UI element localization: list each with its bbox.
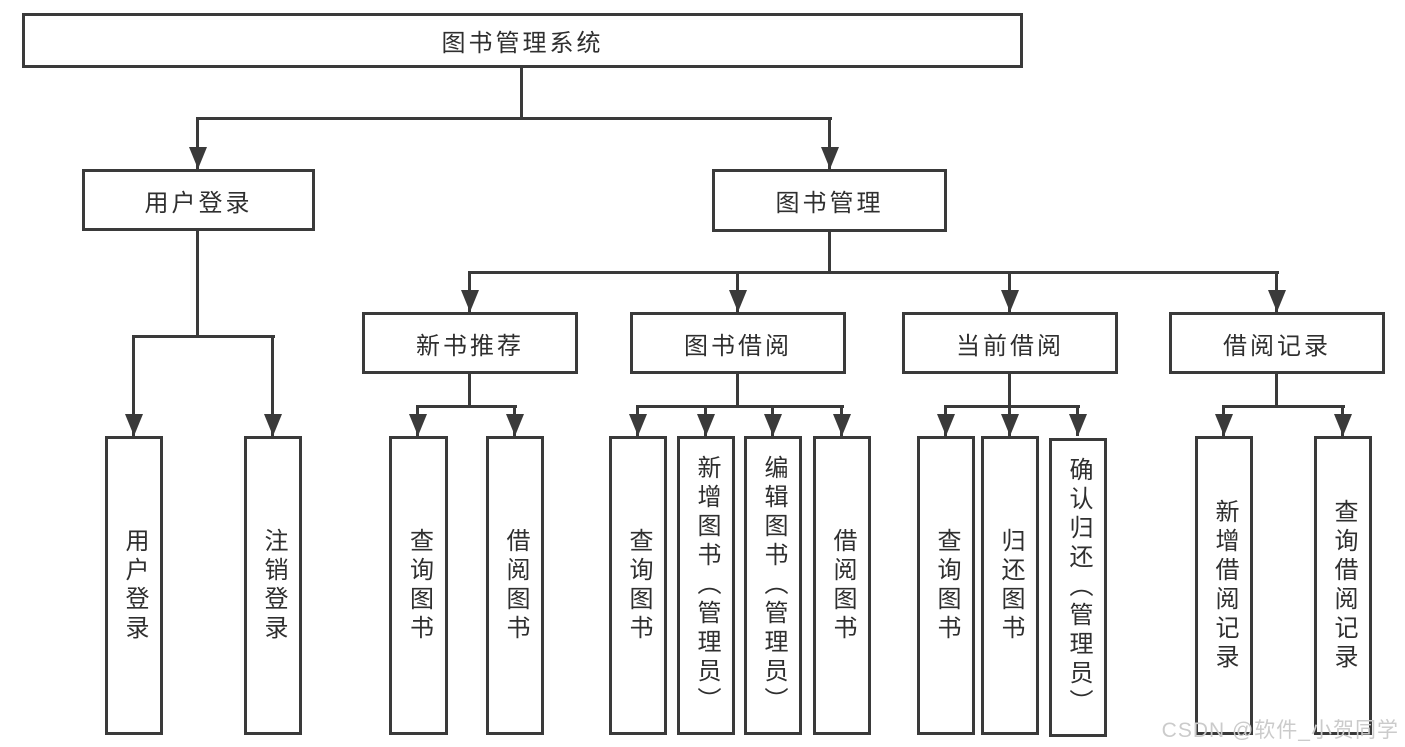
node-label: 查询图书: [933, 527, 960, 644]
leaf-borrow-books-recommend: 借阅图书: [486, 436, 544, 735]
leaf-return-books: 归还图书: [981, 436, 1039, 735]
arrow-down-icon: [125, 414, 143, 436]
node-label: 借阅图书: [829, 527, 856, 644]
arrow-down-icon: [1334, 414, 1352, 436]
node-label: 注销登录: [260, 527, 287, 644]
connector-line: [944, 405, 1080, 408]
connector-line: [1222, 405, 1345, 408]
node-label: 编辑图书（管理员）: [760, 455, 787, 716]
node-user-login-branch: 用户登录: [82, 169, 315, 231]
node-label: 确认归还（管理员）: [1065, 457, 1092, 718]
csdn-watermark: CSDN @软件_小贺同学: [1161, 719, 1399, 742]
node-label: 图书管理系统: [441, 30, 604, 57]
node-label: 查询图书: [625, 527, 652, 644]
node-label: 新增借阅记录: [1211, 498, 1238, 673]
node-label: 借阅图书: [502, 527, 529, 644]
arrow-down-icon: [1069, 414, 1087, 436]
leaf-add-books-admin: 新增图书（管理员）: [677, 436, 735, 735]
leaf-query-books-current: 查询图书: [917, 436, 975, 735]
arrow-down-icon: [506, 414, 524, 436]
node-book-management: 图书管理: [712, 169, 947, 232]
arrow-down-icon: [1001, 290, 1019, 312]
leaf-confirm-return-admin: 确认归还（管理员）: [1049, 438, 1107, 737]
node-label: 图书借阅: [684, 332, 792, 360]
connector-line: [132, 335, 275, 338]
arrow-down-icon: [461, 290, 479, 312]
leaf-edit-books-admin: 编辑图书（管理员）: [744, 436, 802, 735]
connector-line: [636, 405, 844, 408]
leaf-logout: 注销登录: [244, 436, 302, 735]
connector-line: [520, 68, 523, 118]
leaf-add-borrow-record: 新增借阅记录: [1195, 436, 1253, 735]
arrow-down-icon: [409, 414, 427, 436]
connector-line: [828, 232, 831, 272]
arrow-down-icon: [1268, 290, 1286, 312]
leaf-query-books-borrow: 查询图书: [609, 436, 667, 735]
node-label: 用户登录: [144, 189, 253, 217]
leaf-user-login: 用户登录: [105, 436, 163, 735]
arrow-down-icon: [189, 147, 207, 169]
connector-line: [736, 374, 739, 406]
connector-line: [1008, 374, 1011, 406]
arrow-down-icon: [264, 414, 282, 436]
leaf-query-borrow-record: 查询借阅记录: [1314, 436, 1372, 735]
connector-line: [132, 336, 135, 436]
arrow-down-icon: [1215, 414, 1233, 436]
node-label: 归还图书: [997, 527, 1024, 644]
arrow-down-icon: [629, 414, 647, 436]
node-library-system: 图书管理系统: [22, 13, 1023, 68]
connector-line: [468, 374, 471, 406]
arrow-down-icon: [697, 414, 715, 436]
leaf-query-books-recommend: 查询图书: [389, 436, 448, 735]
connector-line: [271, 336, 274, 436]
arrow-down-icon: [1001, 414, 1019, 436]
arrow-down-icon: [833, 414, 851, 436]
connector-line: [416, 405, 517, 408]
arrow-down-icon: [729, 290, 747, 312]
connector-line: [196, 231, 199, 336]
arrow-down-icon: [821, 147, 839, 169]
node-new-book-recommend: 新书推荐: [362, 312, 578, 374]
node-label: 查询借阅记录: [1330, 498, 1357, 673]
arrow-down-icon: [937, 414, 955, 436]
connector-line: [1275, 374, 1278, 406]
connector-line: [196, 118, 199, 169]
connector-line: [828, 118, 831, 169]
node-label: 新书推荐: [416, 332, 524, 360]
node-label: 用户登录: [121, 527, 148, 644]
arrow-down-icon: [764, 414, 782, 436]
node-borrowing-records: 借阅记录: [1169, 312, 1385, 374]
connector-line: [196, 117, 832, 120]
node-label: 借阅记录: [1223, 332, 1331, 360]
node-label: 当前借阅: [956, 332, 1064, 360]
node-current-borrowing: 当前借阅: [902, 312, 1118, 374]
node-label: 图书管理: [775, 190, 884, 217]
leaf-borrow-books: 借阅图书: [813, 436, 871, 735]
node-book-borrowing: 图书借阅: [630, 312, 846, 374]
node-label: 新增图书（管理员）: [693, 455, 720, 716]
connector-line: [468, 271, 1279, 274]
node-label: 查询图书: [405, 527, 433, 644]
